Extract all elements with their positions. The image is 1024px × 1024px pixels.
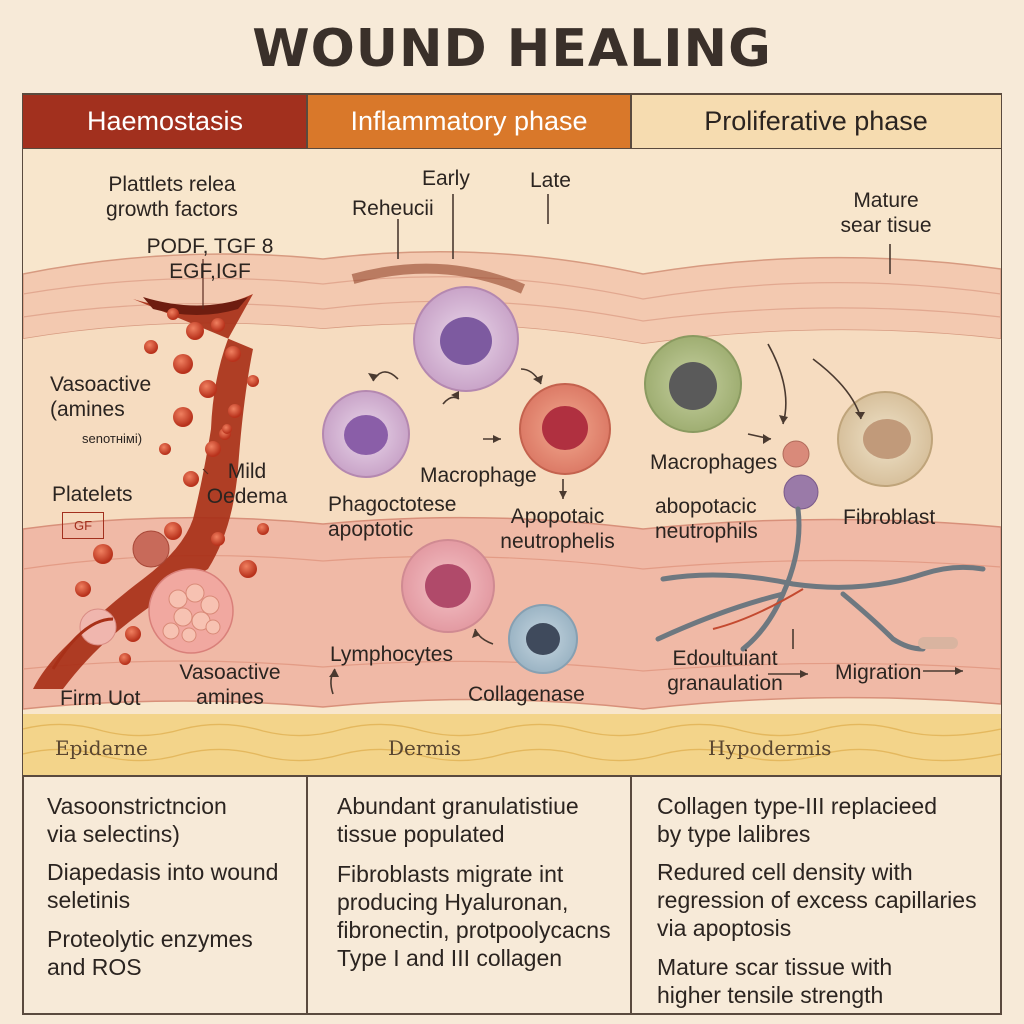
deep-dermis-band [23,516,1001,710]
label-lymphocytes: Lymphocytes [330,643,453,666]
proliferative-desc-1: Collagen type-III replacieed by type lal… [657,793,937,847]
label-migration: Migration [835,661,922,684]
label-fibroblast: Fibroblast [843,506,936,529]
label-macrophage: Macrophage [420,464,537,487]
dermis-layer [23,323,1001,529]
label-epidermis: Epidarne [55,736,148,760]
blood-clot [33,294,253,689]
apoptotic-cell [519,383,611,475]
label-platelets: Platelets [52,483,133,506]
capillaries [655,506,986,652]
illustration-divider [23,775,1001,777]
label-collagenase: Collagenase [468,683,585,706]
phase-header-inflammatory: Inflammatory phase [307,95,631,148]
label-vasoactive-amines-bottom: Vasoactive amines [179,661,281,709]
haemostasis-desc-1: Vasoonstrictncion via selectins) [47,793,227,847]
label-apoptotic-neutrophils: Apopotaic neutrophelis [500,505,615,553]
inflammatory-desc-2: Fibroblasts migrate int producing Hyalur… [337,861,611,971]
haemostasis-desc-2: Diapedasis into wound seletinis [47,859,279,913]
phase-header-proliferative: Proliferative phase [631,95,1001,148]
label-phagocytose-apoptotic: Phagoctotese apoptotic [328,493,457,541]
label-early: Early [422,167,470,190]
label-gf-mark: GF [62,512,104,539]
blood-droplets [75,308,269,665]
hypodermis-layer [23,714,1001,775]
collagenase-cell [508,604,578,674]
label-dermis: Dermis [388,736,462,760]
label-platelets-release: Plattlets relea growth factors [106,173,238,221]
macrophage-green-cell [644,335,742,433]
lymphocyte-cell [401,539,495,633]
proliferative-desc-3: Mature scar tissue with higher tensile s… [657,954,893,1008]
proliferative-desc-2: Redured cell density with regression of … [657,859,977,941]
label-granulation: Edoultuiant granaulation [667,647,783,695]
label-mature-scar-tissue: Mature sear tisue [840,189,932,237]
skin-cross-section-illustration [23,149,1001,775]
apoptotic-neutrophil [783,474,819,510]
label-hypodermis: Hypodermis [708,736,832,760]
page-title: WOUND HEALING [252,19,772,79]
haemostasis-desc-3: Proteolytic enzymes and ROS [47,926,253,980]
label-late: Late [530,169,571,192]
label-reheucii: Reheucii [352,197,434,220]
macrophage-cell [413,286,519,392]
apoptotic-neutrophil [782,440,810,468]
neutrophil-cell [322,390,410,478]
label-vasoactive-amines-top: Vasoactive (amines [50,373,152,421]
label-apoptotic-neutrophils: abopotacic neutrophils [655,495,758,543]
label-mild-oedema: Mild Oedema [206,460,288,508]
label-growth-factors: PODF, TGF 8 EGF,IGF [146,235,274,283]
inflammatory-desc-1: Abundant granulatistiue tissue populated [337,793,579,847]
fibroblast-cell [837,391,933,487]
label-macrophages: Macrophages [650,451,778,474]
label-firm-clot: Firm Uot [60,687,141,710]
label-serotonin: senотнімі) [82,431,143,446]
phase-header-haemostasis: Haemostasis [23,95,307,148]
